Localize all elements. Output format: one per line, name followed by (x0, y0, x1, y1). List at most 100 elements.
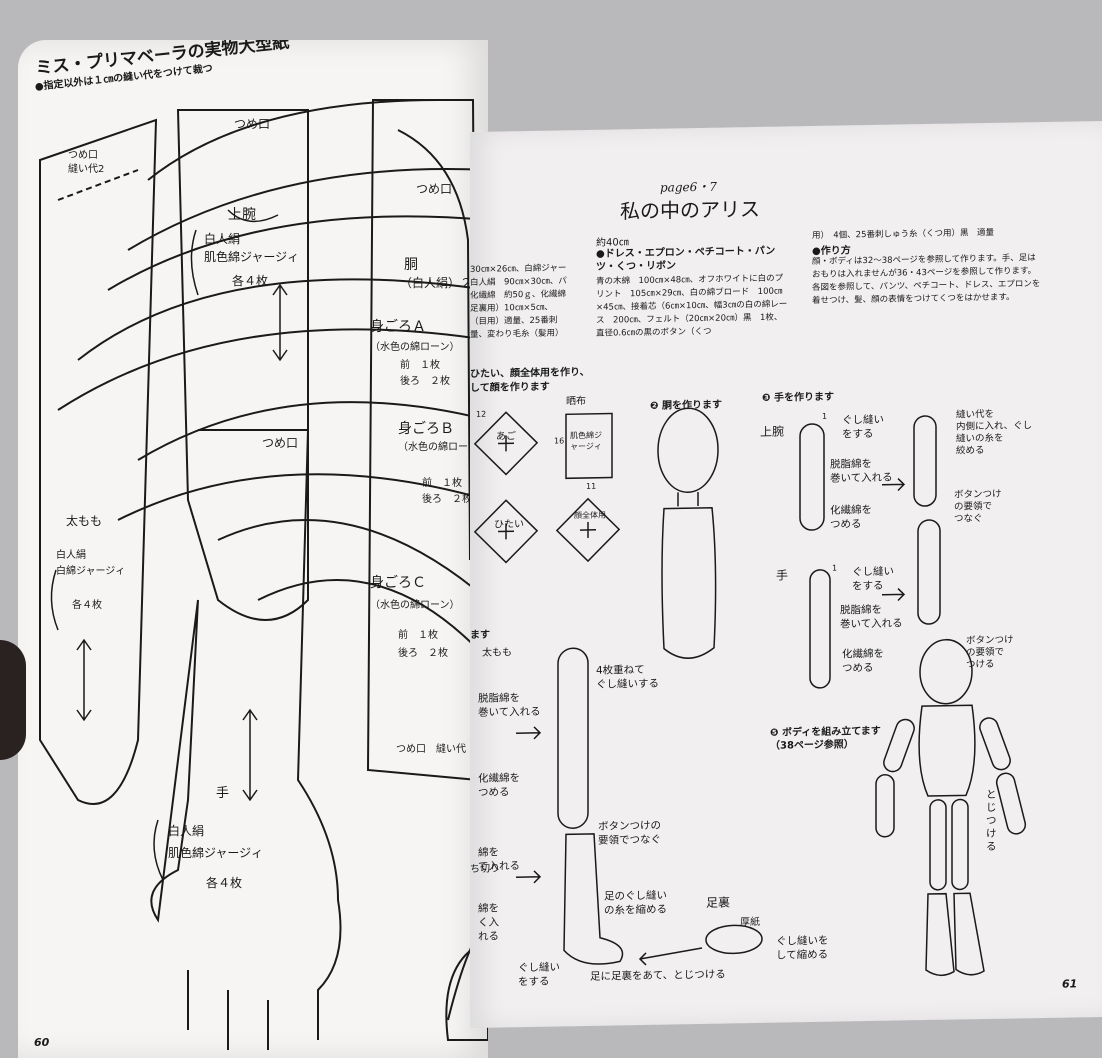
doll-right-thigh (951, 798, 969, 891)
label-button-sew-2: ボタンつけ の要領で つける (966, 634, 1014, 671)
doll-head-step5 (919, 638, 973, 705)
thigh-inner-line (57, 169, 139, 201)
doll-torso-step2 (661, 507, 717, 659)
label-cardboard: 厚紙 (740, 916, 760, 929)
bodice-c-curve (137, 401, 488, 461)
hand-pattern-piece (150, 429, 342, 1050)
label-thigh-step4: 太もも (482, 647, 512, 659)
hand-tube (809, 569, 831, 689)
label-upper-arm: 上腕 (228, 207, 256, 223)
label-bodice-c-back: 後ろ ２枚 (398, 648, 448, 659)
label-tsumeguchi-1: つめ口 (68, 150, 98, 161)
label-whole-face: 顔全体用 (574, 510, 606, 521)
joined-arm-top (913, 415, 937, 507)
bodice-b-curve (107, 215, 488, 291)
whole-face-square (555, 497, 621, 563)
upper-arm-tube (799, 423, 825, 531)
label-bodice-a-fabric: （水色の綿ローン） (370, 342, 460, 353)
bodice-hem-curve (147, 99, 439, 181)
label-stuff-4: 綿を く入 れる (478, 902, 499, 943)
label-torso-fabric: （白人絹）２枚 (400, 276, 485, 290)
bodice-c-curve-4 (257, 579, 488, 661)
label-tsumeguchi-allowance: 縫い代2 (68, 164, 105, 175)
label-bodice-c-fabric: （水色の綿ローン） (370, 600, 460, 611)
arrow-step3-1 (882, 477, 906, 492)
face-cross-1 (498, 435, 514, 452)
tsumeguchi-bracket (227, 209, 279, 223)
label-four-layers: 4枚重ねて ぐし縫いする (596, 663, 659, 691)
label-upper-arm-count: 各４枚 (232, 274, 269, 288)
label-bodice-b-front: 前 １枚 (422, 478, 462, 489)
label-forehead: ひたい (494, 519, 524, 531)
label-hand-step3: 手 (776, 568, 789, 583)
label-bodice-c-front: 前 １枚 (398, 630, 438, 641)
label-button-sew-1: ボタンつけ の要領で つなぐ (954, 488, 1002, 525)
fabric-bracket-upper-arm (190, 229, 199, 296)
label-num-1b: 1 (832, 563, 838, 573)
doll-right-shin (953, 892, 985, 976)
chin-square (473, 411, 539, 476)
label-thigh-count: 各４枚 (72, 600, 102, 611)
doll-right-arm (979, 717, 1011, 771)
doll-right-forearm (995, 772, 1027, 835)
label-thigh-fabric: 白人絹 白綿ジャージィ (56, 550, 126, 577)
label-bodice-c: 身ごろＣ (370, 575, 426, 591)
grain-arrow-upper-arm (272, 283, 288, 362)
arrow-step4-1 (516, 726, 542, 740)
label-hand: 手 (216, 786, 230, 801)
label-num-1: 1 (822, 411, 828, 421)
face-cross-3 (580, 521, 596, 538)
sole-oval (705, 924, 763, 955)
label-gather-2: ぐし縫い をする (852, 565, 894, 593)
face-cross-2 (498, 523, 514, 540)
doll-head-step2 (657, 407, 719, 493)
label-thigh: 太もも (66, 514, 103, 528)
thumb (0, 640, 26, 760)
label-tsumeguchi-2: つめ口 (234, 117, 271, 131)
arrow-step4-2 (516, 870, 542, 884)
bodice-a-curve-2 (57, 328, 488, 411)
doll-left-forearm (875, 774, 895, 838)
label-gather-1: ぐし縫い をする (842, 413, 884, 441)
label-cardboard-cut: 厚紙は裁ち切り (470, 863, 500, 876)
label-bodice-a: 身ごろＡ (370, 319, 426, 335)
forehead-square (473, 499, 539, 564)
label-bodice-b-fabric: （水色の綿ローン） (398, 442, 488, 453)
label-hand-fabric: 白人絹 肌色綿ジャージィ (168, 824, 264, 860)
label-hand-count: 各４枚 (206, 876, 243, 890)
left-page: ミス・プリマベーラの実物大型紙 ●指定以外は１㎝の縫い代をつけて裁つ (18, 40, 488, 1058)
label-tsumeguchi-allowance-2: つめ口 縫い代 (396, 744, 466, 755)
label-tsumeguchi-4: つめ口 (262, 436, 299, 450)
label-fill-synth-2: 化繊綿を つめる (842, 647, 884, 675)
doll-left-arm (883, 718, 915, 773)
fabric-bracket-thigh (50, 569, 59, 631)
grain-arrow-thigh (76, 638, 92, 722)
label-num-12: 12 (476, 409, 487, 419)
doll-left-thigh (929, 799, 947, 891)
label-insert-degreased: 脱脂綿を 巻いて入れる (478, 692, 541, 719)
bodice-c-curve-3 (217, 519, 488, 601)
fabric-bracket-hand (153, 819, 164, 881)
label-gather-tighten: ぐし縫いを して縮める (776, 934, 829, 962)
label-sew-closed: とじつける (986, 788, 997, 853)
doll-left-shin (925, 892, 955, 977)
label-upper-arm-fabric: 白人絹 肌色綿ジャージィ (204, 232, 300, 264)
doll-neck-step2 (677, 492, 699, 507)
label-chin: あご (496, 431, 516, 443)
label-tsumeguchi-3: つめ口 (416, 182, 453, 196)
label-fill-synth-1: 化繊綿を つめる (830, 503, 872, 531)
thigh-pattern-piece (39, 118, 158, 805)
arrow-step3-2 (882, 587, 906, 602)
page-number-right: 61 (1062, 977, 1078, 991)
label-cheesecloth: 晒布 (566, 395, 586, 408)
bodice-a-curve (77, 278, 488, 361)
sole-arrow (638, 947, 703, 966)
joined-arm-bottom (917, 519, 941, 625)
bodice-c-curve-2 (117, 473, 488, 521)
label-bodice-a-back: 後ろ ２枚 (400, 376, 450, 387)
grain-arrow-hand (242, 708, 258, 802)
torso-inner-curve (397, 129, 471, 561)
label-sole: 足裏 (706, 895, 731, 910)
label-fill-degreased-2: 脱脂綿を 巻いて入れる (840, 603, 903, 631)
